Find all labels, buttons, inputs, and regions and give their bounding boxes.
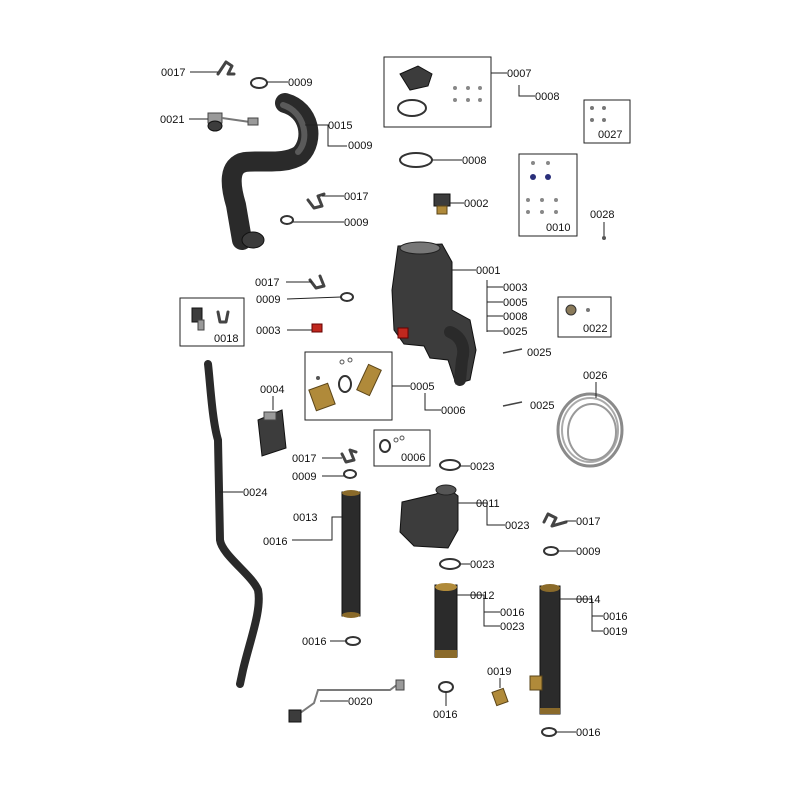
label-0009-d: 0009 — [256, 294, 280, 306]
label-0003-a: 0003 — [256, 325, 280, 337]
hydraulic-block-0001 — [391, 241, 503, 386]
label-0012: 0012 — [470, 590, 494, 602]
clip-0017-lower — [286, 274, 326, 290]
label-0002: 0002 — [464, 198, 488, 210]
label-0017-a: 0017 — [161, 67, 185, 79]
label-0006-b: 0006 — [401, 452, 425, 464]
label-0016-e: 0016 — [603, 611, 627, 623]
label-0004: 0004 — [260, 384, 284, 396]
label-0020: 0020 — [348, 696, 372, 708]
label-0016-d: 0016 — [433, 709, 457, 721]
label-0027: 0027 — [598, 129, 622, 141]
label-0008-a: 0008 — [535, 91, 559, 103]
oring-0009-lower — [286, 292, 354, 302]
module-0004 — [257, 396, 287, 457]
label-0009-a: 0009 — [288, 77, 312, 89]
label-0016-c: 0016 — [500, 607, 524, 619]
pin-0025-a — [502, 348, 523, 354]
label-0016-f: 0016 — [576, 727, 600, 739]
washer-0023-a — [439, 459, 470, 471]
pump-0011 — [399, 484, 505, 549]
oring-0009-4 — [322, 469, 357, 479]
label-0021: 0021 — [160, 114, 184, 126]
label-0024: 0024 — [243, 487, 267, 499]
label-0026: 0026 — [583, 370, 607, 382]
label-0017-c: 0017 — [255, 277, 279, 289]
label-0016-a: 0016 — [263, 536, 287, 548]
label-0017-d: 0017 — [292, 453, 316, 465]
label-0008-b: 0008 — [462, 155, 486, 167]
label-0009-c: 0009 — [344, 217, 368, 229]
label-0005-a: 0005 — [503, 297, 527, 309]
label-0017-e: 0017 — [576, 516, 600, 528]
label-0005-b: 0005 — [410, 381, 434, 393]
label-0001: 0001 — [476, 265, 500, 277]
label-0008-c: 0008 — [503, 311, 527, 323]
label-0011: 0011 — [476, 498, 500, 510]
clip-0017-top — [190, 60, 236, 76]
label-0014: 0014 — [576, 594, 600, 606]
label-0003-b: 0003 — [503, 282, 527, 294]
washer-0016-a — [330, 636, 361, 646]
label-0023-c: 0023 — [470, 559, 494, 571]
screw-0028 — [602, 222, 606, 240]
label-0023-a: 0023 — [470, 461, 494, 473]
label-0018: 0018 — [214, 333, 238, 345]
label-0019-b: 0019 — [603, 626, 627, 638]
pipe-0015 — [221, 93, 347, 250]
oring-0009-right — [543, 546, 576, 556]
hose-0026 — [556, 382, 624, 468]
pipe-0012 — [434, 583, 500, 658]
label-0025-a: 0025 — [503, 326, 527, 338]
valve-0002 — [433, 193, 464, 215]
fitting-0019 — [491, 678, 509, 707]
kit-box-0027 — [583, 99, 631, 144]
label-0009-e: 0009 — [292, 471, 316, 483]
washer-0023-b — [439, 558, 470, 570]
oring-0009-top — [250, 77, 288, 89]
clip-0017-4 — [322, 448, 358, 464]
capillary-0020 — [288, 679, 405, 723]
label-0023-b: 0023 — [505, 520, 529, 532]
washer-0016-c — [541, 727, 576, 737]
label-0019-a: 0019 — [487, 666, 511, 678]
label-0016-b: 0016 — [302, 636, 326, 648]
oring-0009-mid — [280, 215, 344, 225]
label-0022: 0022 — [583, 323, 607, 335]
label-0025-b: 0025 — [527, 347, 551, 359]
label-0010: 0010 — [546, 222, 570, 234]
label-0013: 0013 — [293, 512, 317, 524]
pipe-0024 — [204, 360, 263, 688]
pipe-0013 — [292, 490, 361, 618]
kit-box-0018 — [179, 297, 245, 347]
kit-box-0022 — [557, 296, 612, 338]
kit-box-0005 — [304, 351, 410, 421]
clip-0017-right — [542, 512, 576, 528]
clip-0017-mid — [306, 192, 344, 210]
label-0028: 0028 — [590, 209, 614, 221]
gasket-0008 — [399, 152, 462, 168]
label-0007: 0007 — [507, 68, 531, 80]
washer-0016-b — [438, 681, 454, 706]
kit-box-0006 — [373, 429, 431, 467]
pipe-0014 — [529, 584, 603, 715]
label-0023-d: 0023 — [500, 621, 524, 633]
label-0025-c: 0025 — [530, 400, 554, 412]
label-0006-a: 0006 — [441, 405, 465, 417]
fitting-0003-left — [287, 323, 323, 333]
kit-box-0010 — [518, 153, 578, 237]
pin-0025-b — [502, 401, 523, 407]
label-0017-b: 0017 — [344, 191, 368, 203]
label-0015: 0015 — [328, 120, 352, 132]
sensor-0021 — [189, 112, 259, 132]
label-0009-f: 0009 — [576, 546, 600, 558]
kit-box-0007 — [383, 56, 535, 128]
label-0009-b: 0009 — [348, 140, 372, 152]
